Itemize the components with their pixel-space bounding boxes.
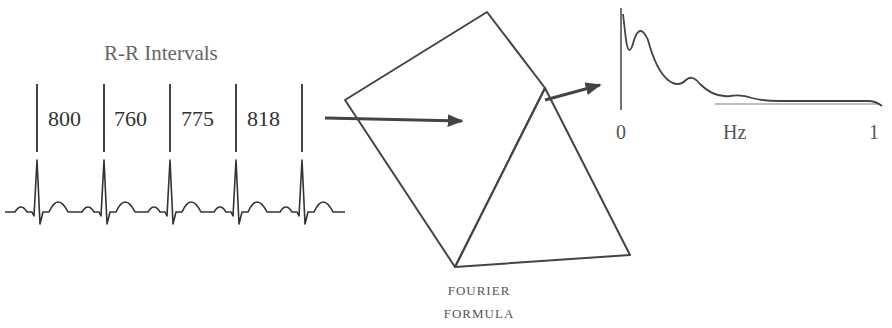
prism-caption: FOURIER FORMULA — [429, 279, 529, 325]
interval-value: 800 — [48, 106, 81, 132]
panel-heading: R-R Intervals — [104, 41, 218, 66]
rr-marker — [103, 84, 105, 152]
interval-value: 818 — [247, 106, 280, 132]
rr-marker — [301, 84, 303, 152]
spectrum-node: 0 Hz 1 — [600, 5, 890, 146]
prism — [345, 12, 630, 267]
interval-value: 775 — [181, 106, 214, 132]
x-axis — [715, 103, 880, 105]
flow-arrow — [545, 85, 600, 100]
y-axis — [620, 8, 622, 110]
rr-marker — [36, 84, 38, 152]
spectrum-curve — [623, 14, 882, 106]
axis-label: Hz — [723, 121, 746, 144]
interval-value: 760 — [114, 106, 147, 132]
prism-node: FOURIER FORMULA — [345, 8, 635, 327]
flow-arrow — [325, 118, 462, 121]
prism-face — [345, 12, 545, 267]
axis-label: 0 — [616, 121, 626, 144]
spectrum-plot — [621, 8, 882, 110]
ecg-trace — [5, 160, 345, 224]
rr-marker — [235, 84, 237, 152]
ecg-panel: R-R Intervals 800 760 775 818 — [30, 30, 325, 140]
rr-markers — [37, 84, 302, 152]
axis-label: 1 — [869, 121, 879, 144]
prism-side — [455, 88, 630, 267]
rr-marker — [169, 84, 171, 152]
